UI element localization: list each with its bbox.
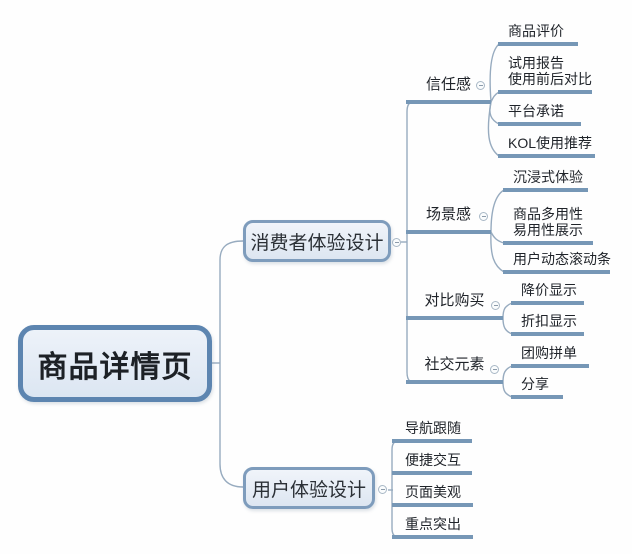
collapse-minus-icon[interactable] <box>378 485 387 494</box>
branch-node-consumer-experience[interactable]: 消费者体验设计 <box>243 220 391 262</box>
leaf-node-line1: 试用报告 <box>508 55 564 71</box>
leaf-node-page-aesthetics[interactable]: 页面美观 <box>392 484 473 507</box>
leaf-node-platform-promise[interactable]: 平台承诺 <box>498 103 581 126</box>
collapse-minus-icon[interactable] <box>479 212 488 221</box>
root-node[interactable]: 商品详情页 <box>18 325 212 402</box>
collapse-minus-icon[interactable] <box>491 301 500 310</box>
leaf-node-nav-follow[interactable]: 导航跟随 <box>392 420 472 443</box>
leaf-node-user-activity-ticker[interactable]: 用户动态滚动条 <box>503 251 611 274</box>
leaf-node-line2: 易用性展示 <box>513 222 583 238</box>
leaf-node-immersive-experience[interactable]: 沉浸式体验 <box>503 169 588 192</box>
leaf-node-price-drop-display[interactable]: 降价显示 <box>511 282 584 305</box>
leaf-node-group-buying[interactable]: 团购拼单 <box>511 345 589 368</box>
leaf-node-line2: 使用前后对比 <box>508 71 592 87</box>
topic-node-social[interactable]: 社交元素 <box>406 356 503 384</box>
root-node-label: 商品详情页 <box>37 350 193 384</box>
leaf-node-key-highlight[interactable]: 重点突出 <box>392 516 473 539</box>
collapse-minus-icon[interactable] <box>392 238 401 247</box>
leaf-node-discount-display[interactable]: 折扣显示 <box>511 313 584 336</box>
topic-node-scene[interactable]: 场景感 <box>406 206 491 234</box>
branch-node-user-experience[interactable]: 用户体验设计 <box>243 467 375 509</box>
leaf-node-product-reviews[interactable]: 商品评价 <box>498 23 578 46</box>
branch-node-label: 消费者体验设计 <box>250 232 384 254</box>
branch-node-label: 用户体验设计 <box>251 479 366 501</box>
leaf-node-line1: 商品多用性 <box>513 206 583 222</box>
collapse-minus-icon[interactable] <box>490 365 499 374</box>
leaf-node-trial-report[interactable]: 试用报告 使用前后对比 <box>498 55 592 94</box>
leaf-node-share[interactable]: 分享 <box>511 376 563 399</box>
collapse-minus-icon[interactable] <box>476 81 485 90</box>
leaf-node-kol-recommendation[interactable]: KOL使用推荐 <box>498 135 595 158</box>
leaf-node-convenient-interaction[interactable]: 便捷交互 <box>392 452 472 475</box>
topic-node-compare-buy[interactable]: 对比购买 <box>406 292 503 320</box>
leaf-node-multi-use-display[interactable]: 商品多用性 易用性展示 <box>503 206 593 245</box>
topic-node-trust[interactable]: 信任感 <box>406 76 491 104</box>
